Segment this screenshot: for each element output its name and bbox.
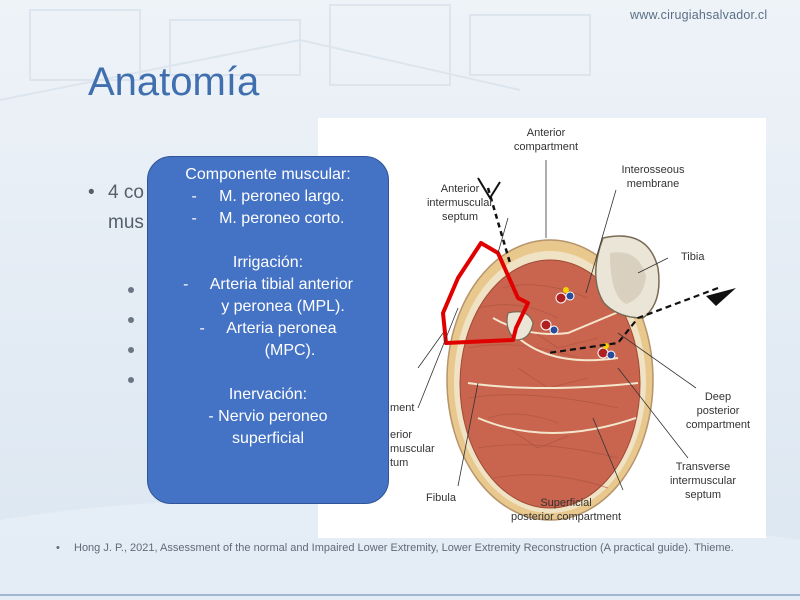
leg-cross-section-diagram: Anterior compartment Interosseous membra… xyxy=(390,127,750,523)
anatomy-figure: Anterior compartment Interosseous membra… xyxy=(318,118,766,538)
label-partial: ment xyxy=(390,402,414,414)
artery-item: y peronea (MPL). xyxy=(221,298,345,315)
bullet-line-2: mus xyxy=(108,212,144,233)
lateral-compartment-highlight xyxy=(441,241,530,345)
label-interosseous-membrane: membrane xyxy=(627,178,680,190)
citation-bullet: • xyxy=(56,542,60,554)
label-interosseous-membrane: Interosseous xyxy=(622,164,685,176)
label-superficial-posterior: Superficial xyxy=(540,497,591,509)
heading-irrigation: Irrigación: xyxy=(232,254,304,271)
vessel-group xyxy=(540,287,616,360)
citation-text: Hong J. P., 2021, Assessment of the norm… xyxy=(74,542,734,554)
sub-bullet-dot xyxy=(128,287,134,293)
label-anterior-intermuscular-septum: Anterior xyxy=(441,183,480,195)
muscle-item: - M. peroneo corto. xyxy=(191,210,345,227)
label-transverse-septum: intermuscular xyxy=(670,475,736,487)
artery-item: - Arteria peronea xyxy=(199,320,337,337)
label-superficial-posterior: posterior compartment xyxy=(511,511,621,523)
artery-item: (MPC). xyxy=(264,342,316,359)
label-partial: erior xyxy=(390,429,412,441)
label-anterior-compartment: Anterior xyxy=(527,127,566,139)
nerve-item: superficial xyxy=(231,430,305,447)
sub-bullet-dot xyxy=(128,377,134,383)
slide-title: Anatomía xyxy=(88,60,260,104)
label-anterior-compartment: compartment xyxy=(514,141,578,153)
label-deep-posterior-compartment: Deep xyxy=(705,391,731,403)
sub-bullet-dot xyxy=(128,317,134,323)
label-transverse-septum: Transverse xyxy=(676,461,731,473)
label-partial: muscular xyxy=(390,443,435,455)
artery-item: - Arteria tibial anterior xyxy=(183,276,353,293)
label-tibia: Tibia xyxy=(681,251,705,263)
sub-bullet-dot xyxy=(128,347,134,353)
muscle-item: - M. peroneo largo. xyxy=(191,188,345,205)
label-partial: tum xyxy=(390,457,408,469)
label-anterior-intermuscular-septum: intermuscular xyxy=(427,197,493,209)
label-deep-posterior-compartment: compartment xyxy=(686,419,750,431)
info-callout-box: Componente muscular: - M. peroneo largo.… xyxy=(147,156,389,504)
label-deep-posterior-compartment: posterior xyxy=(697,405,740,417)
heading-muscular: Componente muscular: xyxy=(185,166,351,183)
label-fibula: Fibula xyxy=(426,492,457,504)
nerve-item: - Nervio peroneo xyxy=(208,408,328,425)
bullet-line-1: 4 co xyxy=(108,182,144,203)
footer-rule xyxy=(0,594,800,596)
bullet-dot: • xyxy=(88,182,95,203)
label-anterior-intermuscular-septum: septum xyxy=(442,211,478,223)
site-url: www.cirugiahsalvador.cl xyxy=(630,8,768,22)
label-transverse-septum: septum xyxy=(685,489,721,501)
heading-innervation: Inervación: xyxy=(228,386,308,403)
